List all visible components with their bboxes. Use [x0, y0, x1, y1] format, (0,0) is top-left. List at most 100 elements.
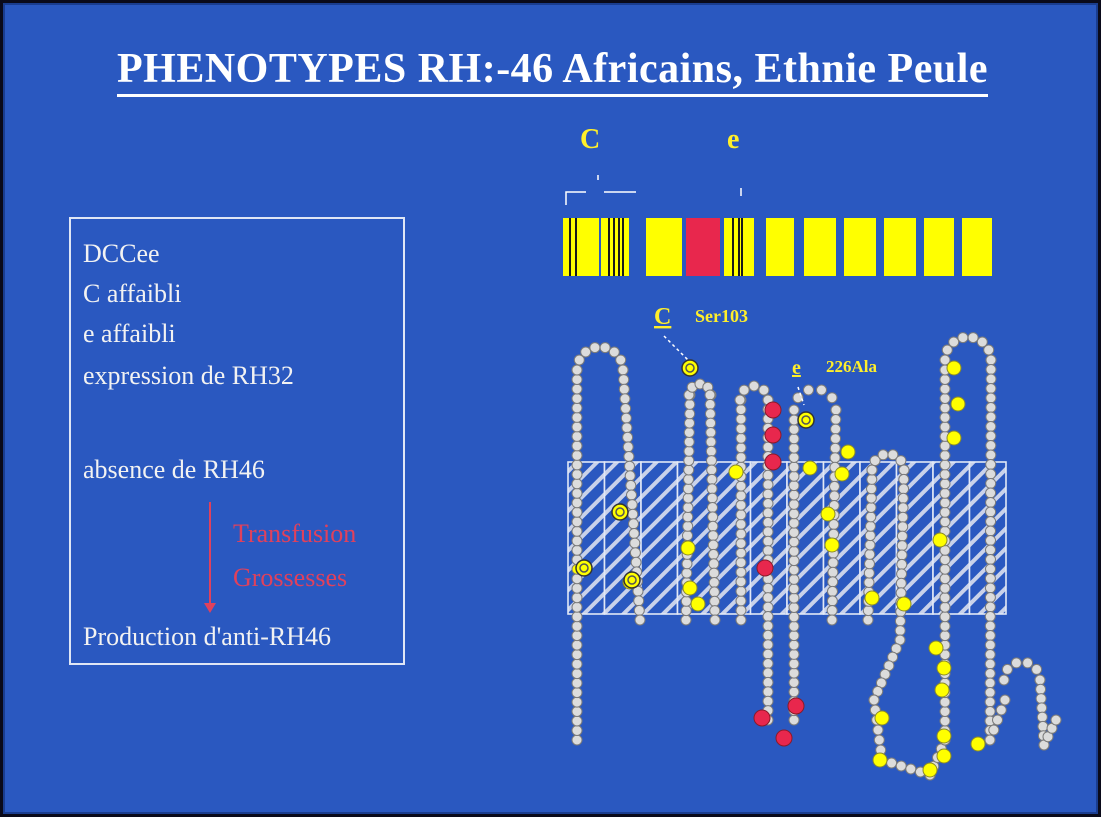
bead — [984, 573, 996, 584]
bead — [788, 433, 800, 445]
bead — [571, 639, 583, 651]
protein-label-e: e — [792, 357, 801, 379]
exon-block — [686, 218, 720, 276]
bead — [758, 384, 770, 396]
bead — [704, 408, 716, 420]
bead — [816, 384, 827, 396]
bead — [830, 414, 842, 425]
bead — [680, 595, 692, 607]
info-grossesses: Grossesses — [233, 563, 348, 592]
bead — [621, 422, 633, 434]
bead — [788, 667, 800, 679]
bead — [976, 336, 988, 348]
bead — [864, 530, 876, 542]
bead — [1022, 657, 1034, 669]
bead — [985, 354, 997, 366]
bead — [762, 516, 774, 528]
bead — [571, 668, 583, 680]
bead — [788, 517, 800, 529]
bead — [571, 506, 583, 518]
bead — [788, 686, 800, 698]
bead — [571, 421, 583, 433]
info-line-absence-rh46: absence de RH46 — [83, 455, 265, 484]
bead — [866, 464, 878, 476]
bead — [985, 430, 997, 442]
key-residue-ring — [615, 507, 625, 517]
bead — [571, 449, 583, 461]
bead — [735, 518, 747, 530]
bead — [628, 528, 640, 539]
bead — [863, 577, 875, 588]
bead — [939, 516, 951, 528]
bead — [896, 549, 908, 561]
bead — [571, 364, 583, 376]
bead — [985, 468, 997, 480]
bead — [788, 602, 800, 613]
bead — [992, 714, 1003, 726]
bead — [571, 696, 583, 708]
key-residue — [623, 571, 641, 589]
info-transfusion: Transfusion — [233, 519, 357, 548]
bead — [738, 384, 750, 396]
exon-divider — [618, 218, 620, 276]
slide-title: PHENOTYPES RH:-46 Africains, Ethnie Peul… — [5, 45, 1100, 97]
bead — [571, 468, 583, 480]
bead — [788, 489, 800, 501]
bead — [939, 630, 951, 642]
bead — [573, 354, 585, 366]
bead — [788, 658, 800, 670]
exon-divider — [738, 218, 740, 276]
bead — [704, 398, 716, 410]
bead — [939, 411, 951, 423]
bead — [735, 604, 747, 616]
yellow-residue — [682, 580, 698, 596]
bead — [762, 498, 774, 509]
bead — [708, 548, 719, 560]
bead — [939, 354, 951, 366]
yellow-residue — [824, 537, 840, 553]
bead — [618, 383, 630, 395]
bead — [682, 530, 693, 542]
bead — [571, 393, 583, 404]
bead — [571, 516, 583, 528]
bead — [865, 502, 877, 513]
red-residue — [756, 559, 774, 577]
yellow-residue — [934, 682, 950, 698]
bead — [706, 473, 718, 485]
protein-site-ser103: Ser103 — [695, 306, 748, 326]
bead — [762, 479, 774, 491]
bead — [998, 674, 1010, 686]
bead — [788, 583, 800, 595]
bead — [984, 668, 996, 679]
bead — [984, 687, 996, 698]
bead — [571, 715, 583, 727]
bead — [985, 364, 997, 375]
bead — [682, 520, 694, 532]
bead — [939, 478, 951, 490]
key-residue — [611, 503, 629, 521]
yellow-residue — [946, 360, 962, 376]
bead — [762, 667, 774, 679]
exon-block — [563, 218, 599, 276]
bead — [984, 630, 996, 641]
bead — [788, 480, 800, 492]
bead — [985, 516, 997, 527]
bead — [571, 411, 583, 423]
bead — [735, 595, 747, 607]
exon-divider — [608, 218, 610, 276]
bead — [985, 421, 997, 432]
bead — [897, 521, 909, 533]
bead — [762, 441, 774, 453]
bead — [762, 535, 774, 547]
bead — [1036, 702, 1048, 714]
bead — [896, 530, 908, 542]
bead — [894, 615, 906, 627]
bead — [571, 649, 583, 661]
bead — [985, 459, 997, 470]
bead — [788, 677, 800, 688]
yellow-residue — [802, 460, 818, 476]
bead — [995, 704, 1007, 716]
bead — [571, 687, 583, 699]
bead — [1031, 663, 1043, 675]
bead — [571, 535, 583, 547]
